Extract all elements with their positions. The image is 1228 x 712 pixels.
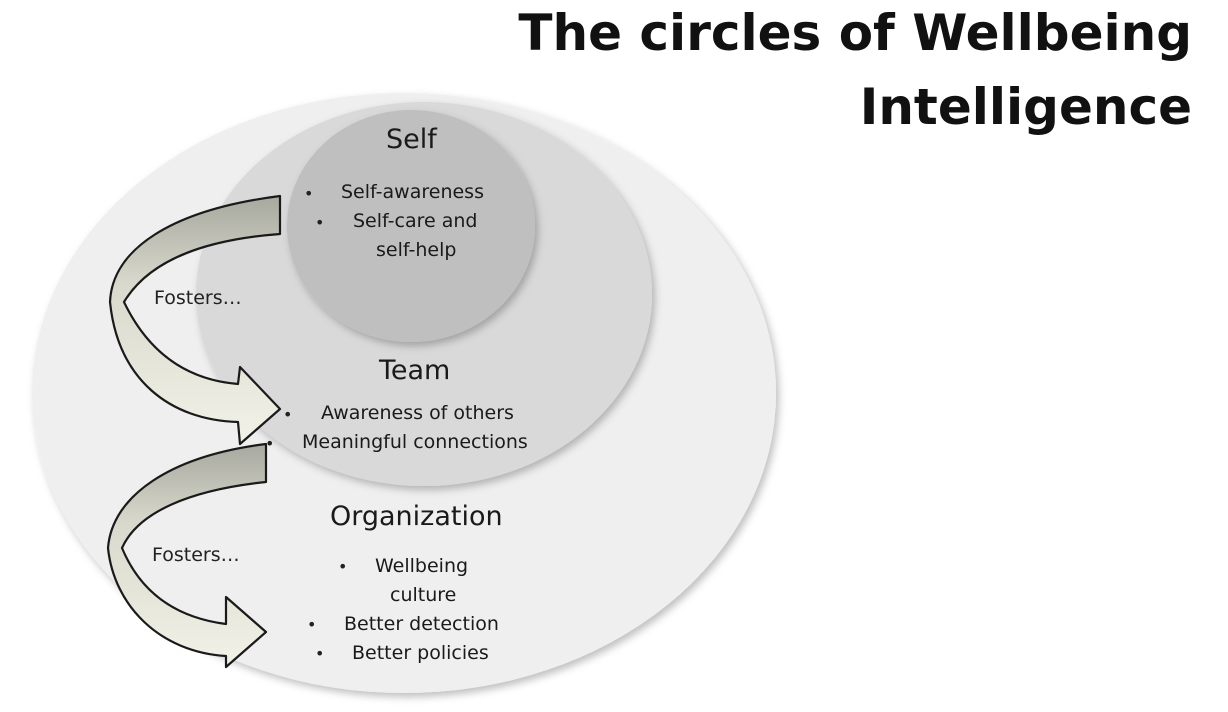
self-circle: [287, 110, 535, 342]
organization-heading: Organization: [330, 501, 503, 532]
page-title-line-1: The circles of Wellbeing: [518, 4, 1192, 62]
team-item-meaningful-connections: Meaningful connections: [302, 431, 528, 453]
self-item-self-care-line-1: Self-care and: [353, 210, 478, 232]
organization-item-better-detection: Better detection: [344, 613, 499, 635]
team-bullet-1: •: [283, 405, 293, 424]
fosters-arrow-top: [108, 194, 282, 446]
fosters-arrow-bottom: [106, 442, 268, 669]
team-heading: Team: [379, 355, 451, 386]
organization-item-wellbeing-line-2: culture: [390, 584, 457, 606]
fosters-label-top: Fosters…: [154, 287, 242, 309]
team-item-awareness-of-others: Awareness of others: [321, 402, 514, 424]
organization-bullet-1: •: [338, 557, 348, 576]
self-bullet-1: •: [304, 184, 314, 203]
fosters-label-bottom: Fosters…: [152, 544, 240, 566]
organization-bullet-2: •: [307, 615, 317, 634]
self-item-self-care-line-2: self-help: [376, 239, 457, 261]
self-heading: Self: [386, 124, 437, 155]
organization-item-wellbeing-line-1: Wellbeing: [375, 555, 469, 577]
organization-item-better-policies: Better policies: [352, 642, 489, 664]
self-item-self-awareness: Self-awareness: [341, 181, 484, 203]
page-title-line-2: Intelligence: [859, 78, 1192, 136]
team-bullet-2: •: [265, 434, 275, 453]
self-bullet-2: •: [315, 213, 325, 232]
organization-bullet-3: •: [315, 644, 325, 663]
